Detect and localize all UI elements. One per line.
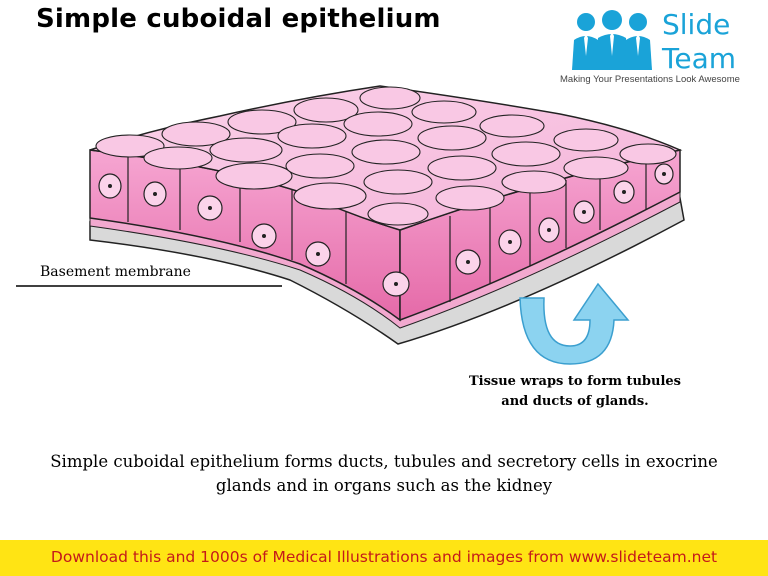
basement-membrane-label: Basement membrane [40,264,191,280]
logo-tagline: Making Your Presentations Look Awesome [560,74,740,85]
caption-line1: Simple cuboidal epithelium forms ducts, … [50,452,718,471]
slideteam-logo: Slide Team Making Your Presentations Loo… [556,4,762,86]
footer-banner: Download this and 1000s of Medical Illus… [0,540,768,576]
curved-arrow-icon [519,282,630,365]
slide-title: Simple cuboidal epithelium [36,4,441,34]
caption-line2: glands and in organs such as the kidney [215,476,553,495]
logo-word-slide: Slide [662,8,731,41]
epithelium-illustration [16,85,685,365]
footer-download-link[interactable]: Download this and 1000s of Medical Illus… [50,548,718,566]
people-icon [572,10,652,70]
tubule-note-line1: Tissue wraps to form tubules [468,374,682,389]
description-caption: Simple cuboidal epithelium forms ducts, … [20,450,748,498]
tubule-note-line2: and ducts of glands. [501,394,649,409]
tubule-note: Tissue wraps to form tubules and ducts o… [440,372,710,412]
logo-word-team: Team [662,42,737,75]
